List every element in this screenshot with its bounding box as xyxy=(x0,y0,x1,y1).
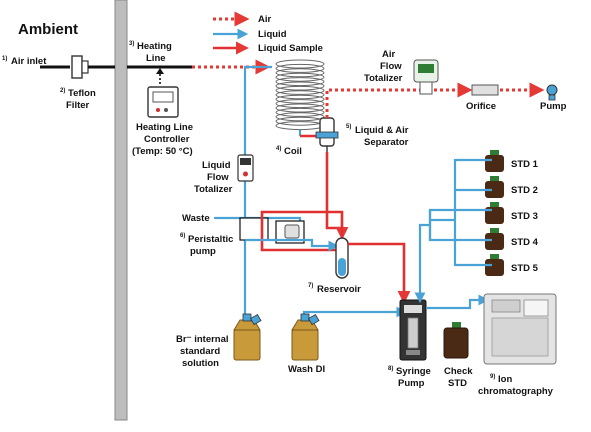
std-bottle xyxy=(485,155,504,172)
legend-sample: Liquid Sample xyxy=(258,43,323,54)
svg-text:3): 3) xyxy=(129,41,134,47)
liquid-line-to-coil xyxy=(243,65,272,315)
liquid-flow-totalizer xyxy=(237,154,254,182)
peristaltic-label: Peristaltic xyxy=(188,234,233,245)
coil-loop xyxy=(275,63,325,73)
svg-text:Flow: Flow xyxy=(207,172,229,183)
std-label: STD 3 xyxy=(511,211,538,222)
check-std-label: Check xyxy=(444,366,473,377)
ion-label: Ion xyxy=(498,374,512,385)
heating-line-label: Heating xyxy=(137,41,172,52)
svg-text:7): 7) xyxy=(308,283,313,289)
liquid-totalizer-label: Liquid xyxy=(202,160,231,171)
ion-chromatography xyxy=(483,293,557,365)
svg-text:Filter: Filter xyxy=(66,100,90,111)
svg-text:4): 4) xyxy=(276,146,281,152)
std-bottle xyxy=(485,207,504,224)
br-standard-bottle xyxy=(233,313,262,361)
coil-label: Coil xyxy=(284,146,302,157)
waste-label: Waste xyxy=(182,213,210,224)
air-totalizer-label: Air xyxy=(382,49,396,60)
std-bottle-cap xyxy=(490,176,499,181)
std-label: STD 4 xyxy=(511,237,539,248)
svg-text:Pump: Pump xyxy=(398,378,425,389)
filter-label: Teflon xyxy=(68,88,96,99)
std-label: STD 5 xyxy=(511,263,539,274)
teflon-filter xyxy=(71,55,89,79)
svg-text:(Temp: 50 °C): (Temp: 50 °C) xyxy=(132,146,193,157)
coil-loop xyxy=(275,99,325,109)
reservoir-label: Reservoir xyxy=(317,284,361,295)
svg-text:2): 2) xyxy=(60,88,65,94)
pump xyxy=(546,84,558,101)
std-bottle xyxy=(485,181,504,198)
coil-loop xyxy=(275,77,325,87)
coil-loop xyxy=(275,107,325,117)
svg-text:6): 6) xyxy=(180,233,185,239)
std-manifold xyxy=(414,158,492,304)
coil-loop xyxy=(275,68,325,78)
legend-liquid: Liquid xyxy=(258,29,287,40)
std-bottle xyxy=(485,259,504,276)
std-label: STD 1 xyxy=(511,159,539,170)
svg-text:standard: standard xyxy=(180,346,220,357)
coil-loop xyxy=(275,90,325,100)
coil-loop xyxy=(275,112,325,122)
std-label: STD 2 xyxy=(511,185,538,196)
svg-text:8): 8) xyxy=(388,366,393,372)
svg-text:Line: Line xyxy=(146,53,166,64)
svg-text:chromatography: chromatography xyxy=(478,386,554,397)
svg-text:Flow: Flow xyxy=(380,61,402,72)
svg-text:Controller: Controller xyxy=(144,134,190,145)
wash-label: Wash DI xyxy=(288,364,325,375)
std-bottle-cap xyxy=(490,254,499,259)
syringe-pump xyxy=(399,299,427,361)
coil-loop xyxy=(275,94,325,104)
coil-loop xyxy=(275,103,325,113)
orifice-label: Orifice xyxy=(466,101,496,112)
coil-loop xyxy=(275,72,325,82)
pump-label: Pump xyxy=(540,101,567,112)
coil-loop xyxy=(275,59,325,69)
std-bottle-cap xyxy=(490,202,499,207)
wash-di-bottle xyxy=(291,313,320,361)
svg-text:Totalizer: Totalizer xyxy=(364,73,403,84)
svg-text:pump: pump xyxy=(190,246,216,257)
svg-text:9): 9) xyxy=(490,374,495,380)
standards-group: STD 1 STD 2 STD 3 STD 4 STD 5 xyxy=(485,150,539,276)
legend: Air Liquid Liquid Sample xyxy=(213,11,323,55)
std-bottle xyxy=(485,233,504,250)
reservoir xyxy=(335,237,349,279)
check-std-bottle xyxy=(443,322,469,359)
legend-air: Air xyxy=(258,14,272,25)
svg-text:STD: STD xyxy=(448,378,467,389)
air-inlet-label: Air inlet xyxy=(11,56,47,67)
coil xyxy=(275,59,325,131)
br-solution-label: Br⁻ internal xyxy=(176,334,229,345)
svg-text:solution: solution xyxy=(182,358,219,369)
controller-label: Heating Line xyxy=(136,122,193,133)
separator-label: Liquid & Air xyxy=(355,125,409,136)
heating-line-controller xyxy=(147,86,179,118)
ambient-title: Ambient xyxy=(18,21,78,38)
svg-text:5): 5) xyxy=(346,124,351,130)
orifice xyxy=(471,84,499,96)
svg-text:1): 1) xyxy=(2,56,7,62)
coil-loop xyxy=(275,85,325,95)
air-flow-totalizer xyxy=(413,59,439,95)
std-bottle-cap xyxy=(490,228,499,233)
svg-text:Separator: Separator xyxy=(364,137,409,148)
svg-text:Totalizer: Totalizer xyxy=(194,184,233,195)
syringe-label: Syringe xyxy=(396,366,431,377)
std-bottle-cap xyxy=(490,150,499,155)
wall xyxy=(114,0,128,421)
coil-loop xyxy=(275,81,325,91)
liquid-air-separator xyxy=(315,117,339,152)
